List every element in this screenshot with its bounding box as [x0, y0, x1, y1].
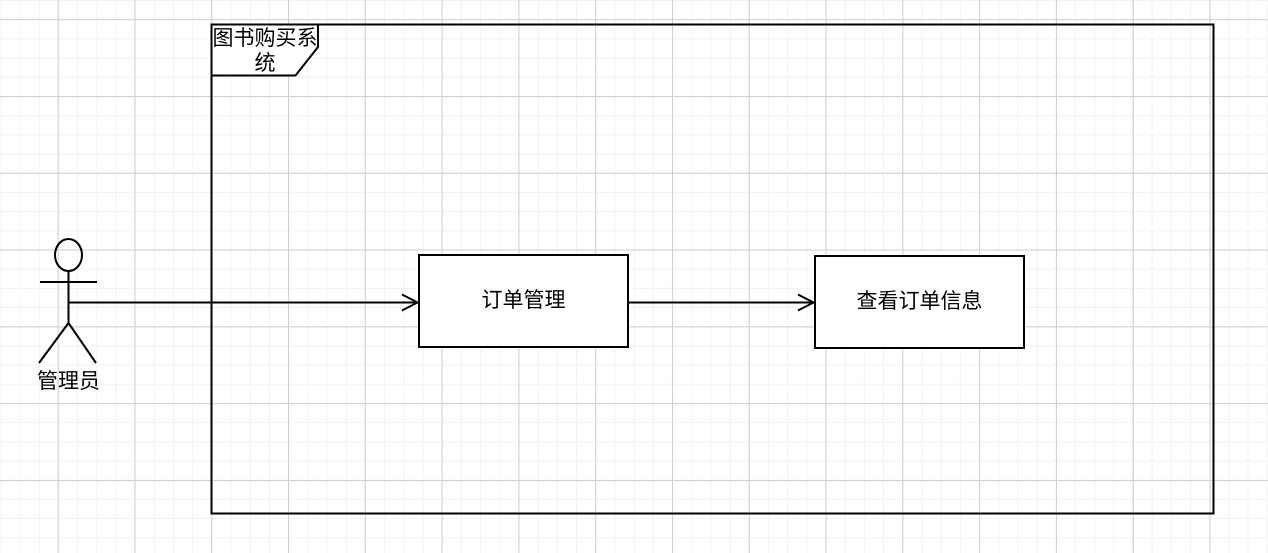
- open-arrowhead-icon: [797, 293, 816, 312]
- open-arrowhead-icon: [401, 293, 420, 312]
- actor-stick-figure[interactable]: [38, 238, 97, 364]
- actor-label: 管理员: [37, 370, 100, 393]
- actor-leg-right: [67, 322, 97, 364]
- usecase-view-order-info-box[interactable]: [814, 255, 1025, 349]
- system-boundary-label: 图书购买系统: [212, 27, 318, 75]
- actor-leg-left: [38, 322, 70, 364]
- usecase-view-order-info-label: 查看订单信息: [856, 290, 983, 313]
- system-label-shape[interactable]: [210, 23, 319, 77]
- usecase-order-management-label: 订单管理: [481, 289, 566, 312]
- connector-actor-to-order-management[interactable]: [69, 293, 420, 312]
- actor-head: [54, 238, 83, 272]
- usecase-order-management-box[interactable]: [418, 254, 629, 348]
- connector-order-management-to-view-info[interactable]: [629, 293, 816, 312]
- system-boundary-frame[interactable]: [210, 23, 1215, 515]
